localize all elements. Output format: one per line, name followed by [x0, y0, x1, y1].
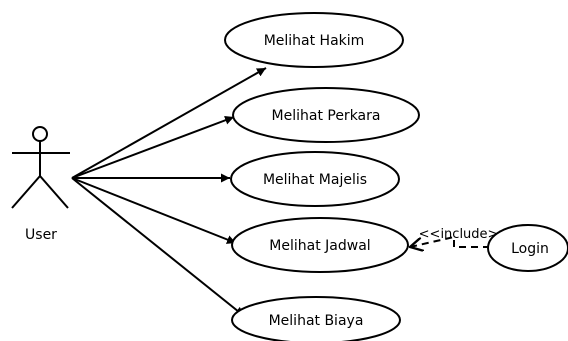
- use-case-melihat-biaya: Melihat Biaya: [231, 296, 401, 341]
- associations: [71, 67, 267, 317]
- use-case-melihat-hakim: Melihat Hakim: [224, 12, 404, 68]
- include-stereotype: <<include>>: [419, 227, 510, 242]
- use-case-label: Melihat Biaya: [269, 313, 364, 329]
- use-case-label: Melihat Majelis: [263, 172, 367, 188]
- use-case-label: Melihat Hakim: [264, 33, 365, 49]
- association-melihat-biaya: [71, 177, 245, 317]
- use-case-shape: [232, 87, 420, 143]
- use-case-shape: [231, 296, 401, 341]
- use-case-label: Melihat Perkara: [272, 108, 381, 124]
- use-case-shape: [224, 12, 404, 68]
- use-case-melihat-perkara: Melihat Perkara: [232, 87, 420, 143]
- include-line: [410, 235, 490, 247]
- association-melihat-jadwal: [71, 177, 237, 244]
- use-case-melihat-majelis: Melihat Majelis: [230, 151, 400, 207]
- use-case-label: Login: [511, 241, 549, 257]
- actor-label: User: [25, 227, 57, 243]
- actor-left-leg: [11, 175, 41, 209]
- use-case-shape: [230, 151, 400, 207]
- association-melihat-hakim: [71, 67, 267, 179]
- use-case-melihat-jadwal: Melihat Jadwal: [231, 217, 409, 273]
- use-case-login: Login: [487, 224, 568, 272]
- use-case-label: Melihat Jadwal: [269, 238, 370, 254]
- association-melihat-perkara: [71, 115, 235, 179]
- include-relationship: <<include>>: [410, 227, 509, 247]
- use-case-shape: [487, 224, 568, 272]
- actor-right-leg: [39, 175, 69, 209]
- actor-head: [32, 126, 48, 142]
- actor-user: User: [11, 126, 70, 243]
